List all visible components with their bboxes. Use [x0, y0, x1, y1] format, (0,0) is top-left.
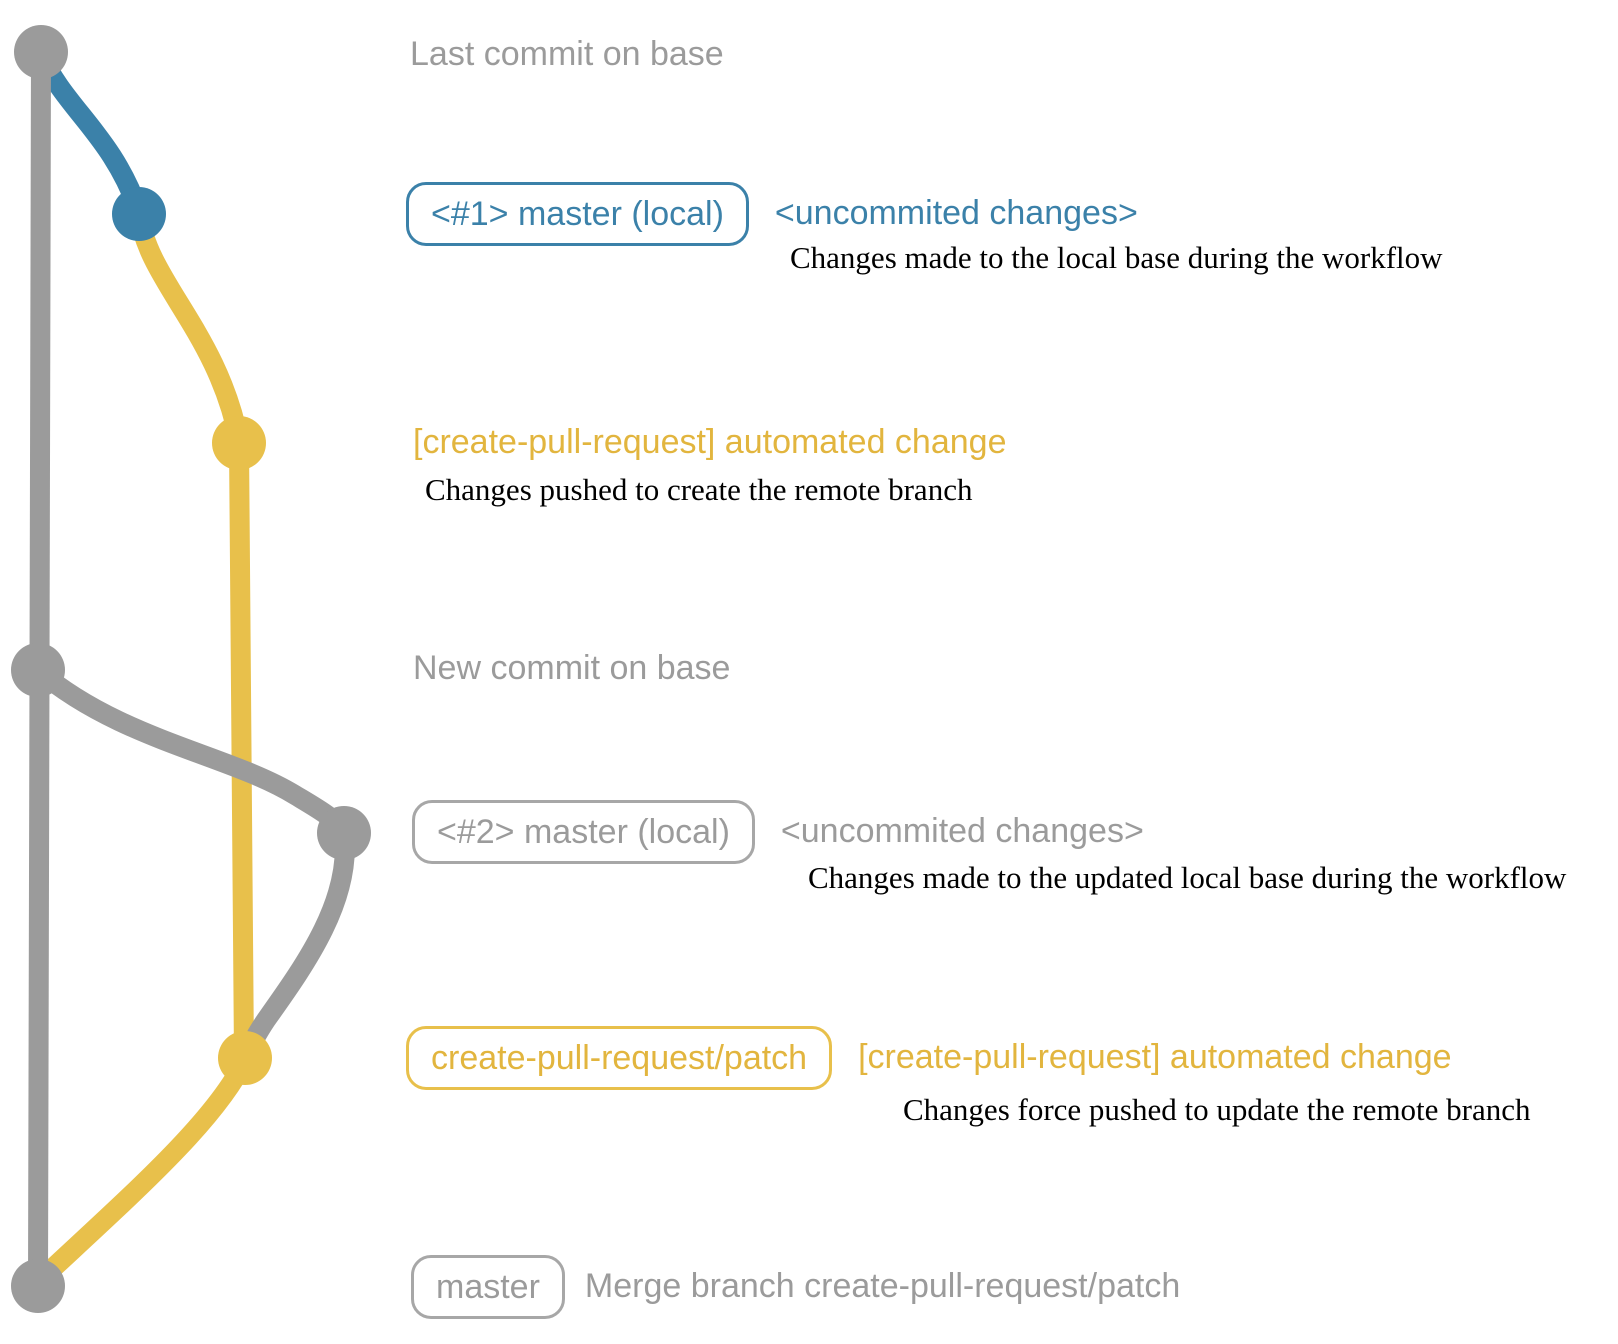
commit-node-merge	[11, 1259, 65, 1313]
note-push-create-remote: Changes pushed to create the remote bran…	[425, 472, 973, 507]
note-local-changes-1: Changes made to the local base during th…	[790, 240, 1443, 275]
label-last-commit-on-base: Last commit on base	[410, 35, 724, 73]
branch-tag-master-local-2: <#2> master (local)	[412, 800, 755, 864]
label-new-commit-on-base: New commit on base	[413, 649, 731, 687]
caption-merge-branch: Merge branch create-pull-request/patch	[584, 1267, 1181, 1306]
row-local-commit-1: <#1> master (local) <uncommited changes>	[406, 182, 1138, 246]
caption-uncommited-changes-2: <uncommited changes>	[780, 812, 1144, 851]
branch-line-merge	[28, 1050, 255, 1292]
commit-node-remote-2	[218, 1031, 272, 1085]
branch-line-push-1	[129, 204, 249, 451]
commit-node-local-1	[112, 187, 166, 241]
branch-tag-create-pull-request-patch: create-pull-request/patch	[406, 1026, 833, 1090]
commit-node-remote-1	[212, 416, 266, 470]
note-force-push-remote: Changes force pushed to update the remot…	[903, 1092, 1531, 1127]
row-local-commit-2: <#2> master (local) <uncommited changes>	[412, 800, 1144, 864]
commit-node-last-base	[14, 25, 68, 79]
branch-tag-master: master	[411, 1255, 565, 1319]
row-merge: master Merge branch create-pull-request/…	[411, 1255, 1180, 1319]
commit-node-new-base	[11, 643, 65, 697]
note-local-changes-2: Changes made to the updated local base d…	[808, 860, 1567, 895]
branch-line-local-2	[28, 660, 354, 843]
caption-automated-change-2: [create-pull-request] automated change	[858, 1038, 1452, 1077]
branch-line-push-2	[238, 823, 355, 1064]
branch-tag-master-local-1: <#1> master (local)	[406, 182, 749, 246]
label-automated-change-1: [create-pull-request] automated change	[413, 423, 1007, 461]
branch-line-remote-vertical	[229, 433, 254, 1068]
branch-line-local-1	[31, 44, 149, 222]
caption-uncommited-changes-1: <uncommited changes>	[774, 194, 1138, 233]
row-remote-branch: create-pull-request/patch [create-pull-r…	[406, 1026, 1452, 1090]
commit-node-local-2	[317, 806, 371, 860]
